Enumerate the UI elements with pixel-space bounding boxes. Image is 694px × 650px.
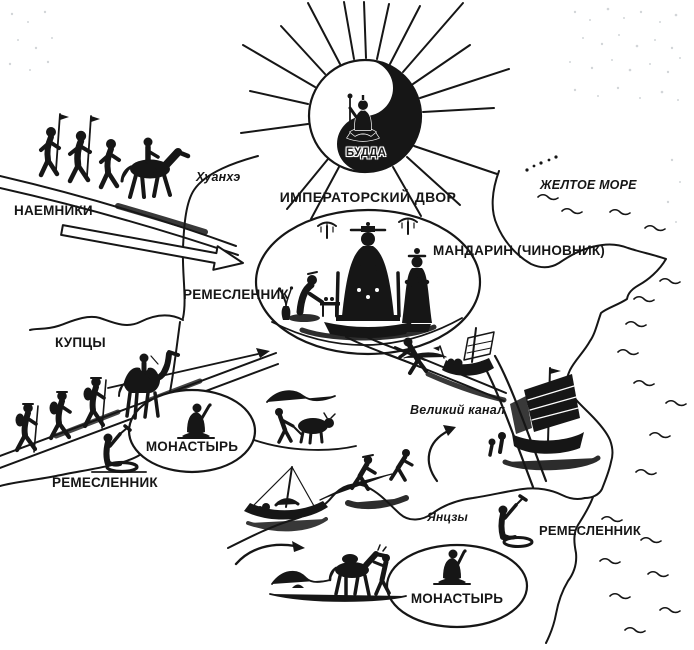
coastline: [491, 155, 667, 644]
label-river-huanghe: Хуанхэ: [196, 170, 241, 184]
label-monastery-south: МОНАСТЫРЬ: [410, 591, 504, 606]
seated-monk-south: [433, 549, 471, 585]
mercenary-road: [0, 175, 239, 256]
plowing-ox-and-farmer: [266, 390, 336, 445]
standing-mandarin: [402, 248, 432, 332]
label-monastery-north: МОНАСТЫРЬ: [145, 439, 239, 454]
buddha-in-yinyang: [307, 58, 423, 174]
label-mercenaries: НАЕМНИКИ: [14, 203, 93, 218]
label-craftsman-court: РЕМЕСЛЕННИК: [183, 287, 289, 302]
emperor-on-throne: [324, 222, 412, 338]
hollow-invasion-arrow: [60, 224, 244, 271]
sea-waves: [537, 193, 687, 634]
scan-noise: [8, 7, 681, 223]
canal-junk: [488, 367, 601, 471]
island-dots: [525, 155, 558, 172]
river-junk-with-hauler: [398, 327, 495, 376]
monastery-south-ellipse: [385, 543, 529, 629]
craftsman-with-hammer-south: [498, 494, 534, 548]
curved-arrow-south: [234, 541, 305, 566]
label-river-yangtze: Янцзы: [427, 510, 468, 524]
incense-stands: [317, 217, 418, 239]
sun-rays: [240, 1, 510, 220]
field-curve: [253, 439, 357, 451]
label-grand-canal: Великий канал: [410, 403, 506, 417]
flower-vase: [277, 286, 294, 320]
camel-with-rider: [118, 350, 180, 420]
merchants-on-foot: [14, 377, 107, 453]
label-imperial-court: ИМПЕРАТОРСКИЙ ДВОР: [279, 189, 457, 205]
pack-horse-with-driver: [269, 544, 407, 602]
label-merchants: КУПЦЫ: [55, 335, 106, 350]
sampan-with-haulers: [244, 449, 414, 532]
label-mandarin-official: МАНДАРИН (ЧИНОВНИК): [433, 243, 605, 258]
seated-monk-north: [177, 403, 215, 439]
label-craftsman-south: РЕМЕСЛЕННИК: [539, 523, 641, 538]
court-scribe: [288, 271, 340, 322]
soldiers-with-spears: [38, 113, 121, 190]
curved-arrow-canal: [427, 425, 456, 483]
label-yellow-sea: ЖЕЛТОЕ МОРЕ: [540, 178, 637, 192]
river-huanghe-line: [0, 155, 259, 487]
label-buddha: БУДДА: [345, 147, 387, 159]
label-craftsman-west: РЕМЕСЛЕННИК: [52, 475, 158, 490]
horseman: [120, 137, 191, 199]
craftsman-with-hammer-west: [91, 424, 147, 474]
